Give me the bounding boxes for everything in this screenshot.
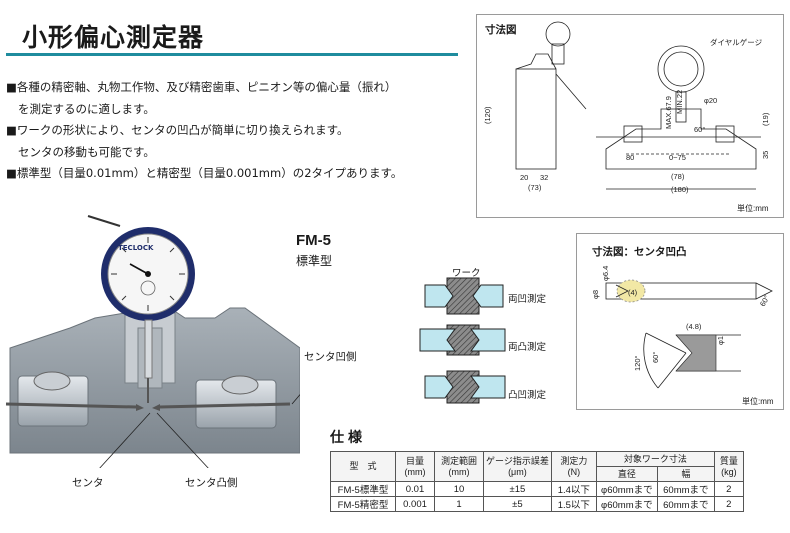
table-cell: 0.001 xyxy=(395,496,435,512)
title-rule xyxy=(6,53,458,56)
table-cell: 1.5以下 xyxy=(550,496,597,512)
model-variant: 標準型 xyxy=(296,254,333,268)
table-cell: 1 xyxy=(434,496,484,512)
table-cell: 1.4以下 xyxy=(550,481,597,497)
spec-header-graduation: 目量(mm) xyxy=(395,451,435,482)
model-name: FM-5 xyxy=(296,232,331,249)
spec-header-error: ゲージ指示誤差(μm) xyxy=(483,451,552,482)
dim-range: 0~75 xyxy=(669,153,686,162)
table-cell: 10 xyxy=(434,481,484,497)
dim-angle60: 60° xyxy=(694,125,705,134)
dim-d48: (4.8) xyxy=(686,322,702,331)
dim-phi20: φ20 xyxy=(704,96,717,105)
dimension-drawing-panel xyxy=(476,14,784,218)
table-cell: φ60mmまで xyxy=(595,496,658,512)
mode-label: 両凹測定 xyxy=(508,294,547,305)
dim-d32: 32 xyxy=(540,173,548,182)
spec-header-width: 幅 xyxy=(656,466,715,482)
table-row: FM-5標準型 0.01 10 ±15 1.4以下 φ60mmまで 60mmまで… xyxy=(330,481,744,497)
product-photo xyxy=(5,215,300,468)
dimension-drawing: (120) 20 32 (73) MAX.67.9 MIN.22 φ20 60°… xyxy=(483,21,770,194)
page-title: 小形偏心測定器 xyxy=(22,23,205,52)
brand-logo: TECLOCK xyxy=(118,244,154,252)
feature-line: を測定するのに適します。 xyxy=(18,101,155,116)
spec-header-diameter: 直径 xyxy=(595,466,658,482)
spec-table: 型 式 目量(mm) 測定範囲(mm) ゲージ指示誤差(μm) 測定力(N) 対… xyxy=(330,451,744,512)
spec-header-force: 測定力(N) xyxy=(550,451,597,482)
dim-phi64: φ6.4 xyxy=(601,266,610,281)
dim-phi8: φ8 xyxy=(591,290,600,299)
callout-center: センタ xyxy=(72,477,104,489)
dim-a120: 120° xyxy=(633,355,642,371)
dim-min22: MIN.22 xyxy=(675,90,684,114)
dimension-unit: 単位:mm xyxy=(737,204,769,213)
dim-h120: (120) xyxy=(483,106,492,124)
dim-d180: (180) xyxy=(671,185,689,194)
center-drawing: φ8 φ6.4 (4) 60° (4.8) φ1 120° 60° xyxy=(591,266,773,389)
feature-line: センタの移動も可能です。 xyxy=(18,144,155,159)
table-cell: FM-5精密型 xyxy=(330,496,396,512)
dim-d78: (78) xyxy=(671,172,685,181)
table-cell: 0.01 xyxy=(395,481,435,497)
dim-d73: (73) xyxy=(528,183,542,192)
center-drawing-title: 寸法図：センタ凹凸 xyxy=(592,246,687,258)
callout-convex: センタ凸側 xyxy=(185,477,238,489)
spec-header-type: 型 式 xyxy=(330,451,396,482)
dim-d35: 35 xyxy=(761,151,770,159)
gauge-label: ダイヤルゲージ xyxy=(710,37,763,47)
table-cell: ±5 xyxy=(483,496,552,512)
table-cell: 2 xyxy=(713,496,744,512)
dim-max67: MAX.67.9 xyxy=(664,96,673,129)
table-cell: FM-5標準型 xyxy=(330,481,396,497)
center-drawing-unit: 単位:mm xyxy=(742,397,774,406)
table-cell: ±15 xyxy=(483,481,552,497)
spec-header-mass: 質量(kg) xyxy=(713,451,744,482)
feature-line: ■各種の精密軸、丸物工作物、及び精密歯車、ピニオン等の偏心量（振れ） xyxy=(6,80,397,94)
mode-label: 両凸測定 xyxy=(508,342,547,353)
feature-line: ■標準型（目量0.01mm）と精密型（目量0.001mm）の2タイプあります。 xyxy=(6,166,403,181)
dim-d4: (4) xyxy=(628,288,638,297)
mode-label: 凸凹測定 xyxy=(508,390,547,401)
dim-d80: 80 xyxy=(626,153,634,162)
dim-a60: 60° xyxy=(758,294,771,308)
feature-line: ■ワークの形状により、センタの凹凸が簡単に切り換えられます。 xyxy=(6,123,349,138)
dimension-drawing-title: 寸法図 xyxy=(485,24,517,36)
dim-d20: 20 xyxy=(520,173,528,182)
table-row: FM-5精密型 0.001 1 ±5 1.5以下 φ60mmまで 60mmまで … xyxy=(330,496,744,512)
callout-concave: センタ凹側 xyxy=(304,351,357,363)
center-drawing-panel xyxy=(576,233,784,410)
table-cell: φ60mmまで xyxy=(595,481,658,497)
dim-a60b: 60° xyxy=(651,352,660,363)
measurement-modes-diagram xyxy=(419,277,506,404)
spec-header-work: 対象ワーク寸法 xyxy=(595,451,715,467)
feature-list: ■各種の精密軸、丸物工作物、及び精密歯車、ピニオン等の偏心量（振れ） を測定する… xyxy=(6,77,466,185)
dim-phi1: φ1 xyxy=(716,336,725,345)
work-label: ワーク xyxy=(452,268,481,279)
dim-d19: (19) xyxy=(761,112,770,126)
spec-title: 仕様 xyxy=(330,430,366,446)
spec-header-range: 測定範囲(mm) xyxy=(434,451,484,482)
table-cell: 2 xyxy=(713,481,744,497)
table-cell: 60mmまで xyxy=(656,481,715,497)
table-cell: 60mmまで xyxy=(656,496,715,512)
